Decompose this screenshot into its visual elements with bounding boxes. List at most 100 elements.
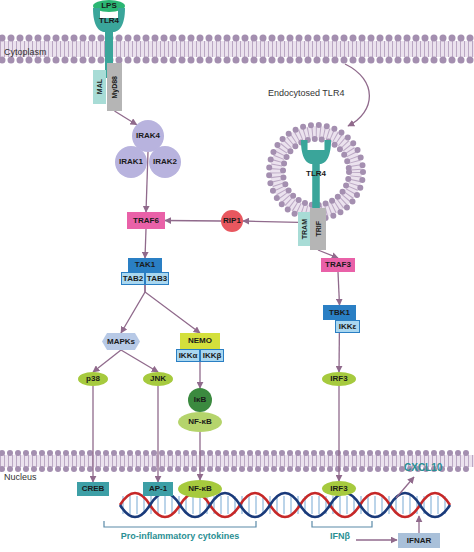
node-label: IKKα bbox=[179, 352, 198, 360]
signal-arrow bbox=[93, 350, 121, 372]
node-label: NF-κB bbox=[188, 485, 212, 493]
signal-arrow bbox=[338, 272, 340, 305]
node-label: MyD88 bbox=[111, 76, 118, 99]
node-label: TRIF bbox=[315, 221, 322, 237]
signal-arrow bbox=[318, 250, 338, 258]
subunit-box: IKKε bbox=[335, 320, 360, 333]
node-label: TAB2 bbox=[123, 275, 143, 283]
node-label: IRAK4 bbox=[136, 132, 160, 140]
node-label: IKKε bbox=[339, 323, 357, 331]
receptor-box: IFNAR bbox=[398, 533, 440, 548]
node-label: IFNAR bbox=[407, 537, 431, 545]
signal-arrow bbox=[145, 272, 200, 333]
node-label: TAB3 bbox=[147, 275, 167, 283]
kinase-circle: IRAK2 bbox=[149, 146, 181, 178]
node-label: IRF3 bbox=[330, 485, 347, 493]
subunit-box: IKKα bbox=[176, 349, 200, 362]
node-label: TRAF6 bbox=[133, 217, 159, 225]
node-label: IRAK1 bbox=[119, 158, 143, 166]
node-label: TLR4 bbox=[306, 170, 326, 178]
protein-circle: RIP1 bbox=[221, 210, 243, 232]
signal-arrow bbox=[165, 220, 221, 222]
receptor-shape: TLR4 bbox=[300, 136, 332, 216]
node-label: IRAK2 bbox=[153, 158, 177, 166]
protein-oval: p38 bbox=[78, 372, 108, 386]
node-label: p38 bbox=[86, 375, 100, 383]
node-label: CREB bbox=[82, 485, 105, 493]
node-label: IRF3 bbox=[330, 375, 347, 383]
transcription-factor-box: CREB bbox=[77, 482, 109, 496]
inhibitor-circle: IκB bbox=[188, 388, 212, 412]
protein-box: NEMO bbox=[180, 333, 220, 349]
protein-box: TRAF6 bbox=[127, 212, 165, 229]
transcription-factor-oval: NF-κB bbox=[178, 480, 222, 498]
text-label: Pro-inflammatory cytokines bbox=[104, 531, 256, 541]
node-label: TRAM bbox=[301, 219, 308, 239]
kinase-hexagon bbox=[102, 333, 140, 350]
protein-oval: NF-κB bbox=[178, 412, 222, 432]
node-label: LPS bbox=[101, 2, 117, 10]
node-label: TAK1 bbox=[135, 261, 155, 269]
node-label: JNK bbox=[150, 375, 166, 383]
dna-strand bbox=[120, 493, 450, 517]
signal-arrow bbox=[121, 272, 145, 333]
adaptor-box: MyD88 bbox=[107, 63, 122, 111]
protein-oval: JNK bbox=[143, 372, 173, 386]
subunit-box: TAB2 bbox=[121, 272, 145, 285]
protein-box: TRAF3 bbox=[321, 258, 355, 272]
adaptor-box: MAL bbox=[93, 70, 106, 104]
nuclear-membrane bbox=[0, 455, 474, 467]
kinase-circle: IRAK1 bbox=[115, 146, 147, 178]
text-label: Cytoplasm bbox=[4, 47, 47, 57]
dna-strand bbox=[120, 493, 450, 517]
transcription-factor-box: AP-1 bbox=[143, 482, 173, 496]
signal-arrow bbox=[356, 539, 397, 540]
lipid-heads bbox=[2, 35, 474, 42]
text-label: IFNβ bbox=[330, 531, 350, 541]
node-label: RIP1 bbox=[223, 217, 241, 225]
signal-arrow bbox=[418, 516, 419, 533]
signal-arrow bbox=[157, 386, 158, 482]
kinase-hexagon: MAPKs bbox=[102, 333, 140, 350]
signal-arrow bbox=[199, 432, 200, 480]
receptor-shape bbox=[301, 140, 331, 216]
gene-bracket bbox=[312, 521, 372, 527]
node-label: TLR4 bbox=[99, 17, 119, 25]
lipid-heads bbox=[2, 57, 474, 64]
endocytosis-arrow bbox=[345, 64, 369, 126]
node-label: TBK1 bbox=[329, 309, 350, 317]
subunit-box: IKKβ bbox=[200, 349, 224, 362]
lipid-tails bbox=[0, 41, 474, 57]
kinase-box: TAK1 bbox=[128, 258, 162, 272]
plasma-membrane bbox=[0, 41, 474, 57]
protein-oval: IRF3 bbox=[322, 372, 356, 386]
node-label: MAPKs bbox=[107, 338, 135, 346]
node-label: IκB bbox=[194, 396, 206, 404]
signal-arrow bbox=[145, 229, 146, 258]
signal-arrow bbox=[338, 386, 339, 481]
node-label: IKKβ bbox=[203, 352, 222, 360]
signal-arrow bbox=[115, 111, 137, 125]
gene-bracket bbox=[104, 521, 256, 527]
transcription-factor-oval: IRF3 bbox=[322, 481, 356, 496]
text-label: Nucleus bbox=[4, 472, 37, 482]
lipid-heads bbox=[2, 466, 474, 472]
text-label: CXCL10 bbox=[404, 462, 442, 473]
lipid-heads bbox=[269, 125, 363, 219]
adaptor-box: TRIF bbox=[310, 208, 326, 250]
adaptor-box: TRAM bbox=[298, 212, 310, 246]
node-label: TRAF3 bbox=[325, 261, 351, 269]
node-label: NEMO bbox=[188, 337, 212, 345]
text-label: Endocytosed TLR4 bbox=[268, 88, 344, 98]
kinase-box: TBK1 bbox=[323, 305, 356, 320]
subunit-box: TAB3 bbox=[145, 272, 169, 285]
lipid-heads bbox=[2, 450, 474, 456]
node-label: AP-1 bbox=[149, 485, 167, 493]
lipid-tails bbox=[0, 455, 474, 467]
signal-arrow bbox=[121, 350, 158, 372]
dna-base-pairs bbox=[122, 496, 450, 514]
node-label: MAL bbox=[96, 79, 103, 94]
